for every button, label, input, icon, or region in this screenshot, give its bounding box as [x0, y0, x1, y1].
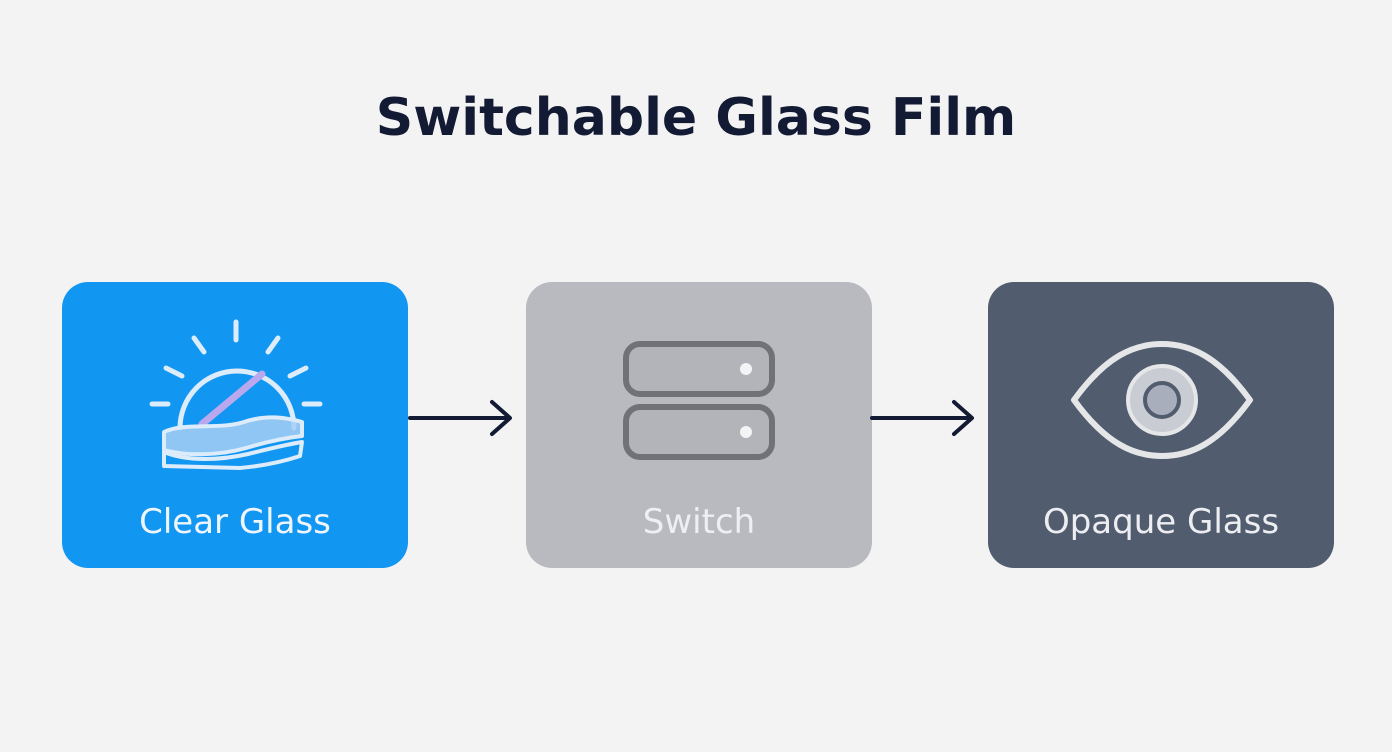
switch-card: Switch [526, 282, 872, 568]
opaque-glass-card: Opaque Glass [988, 282, 1334, 568]
sun-glass-icon [149, 319, 323, 470]
clear-glass-card: Clear Glass [62, 282, 408, 568]
toggle-switch-icon [623, 341, 775, 460]
opaque-glass-label: Opaque Glass [1042, 502, 1280, 542]
arrow-right-icon [870, 400, 974, 436]
diagram-title: Switchable Glass Film [375, 88, 1017, 148]
switch-label: Switch [642, 502, 756, 542]
eye-icon [1071, 341, 1253, 459]
clear-glass-label: Clear Glass [139, 502, 331, 542]
arrow-right-icon [408, 400, 512, 436]
